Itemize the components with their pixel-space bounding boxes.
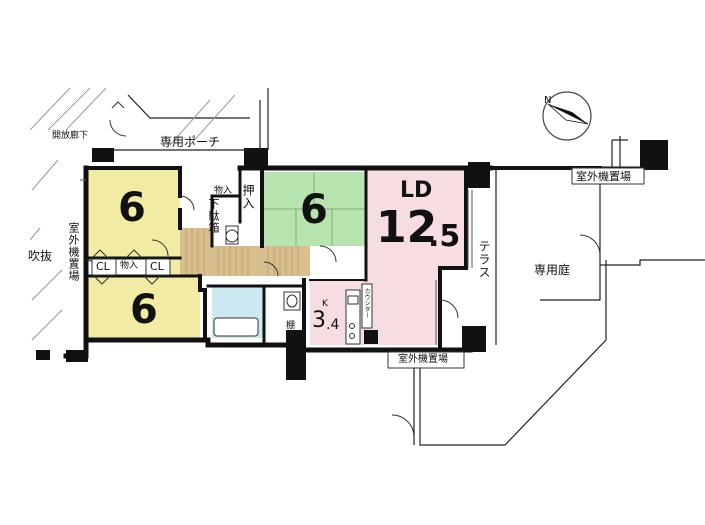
bathtub-icon (213, 317, 259, 337)
shoe-box-label: 下駄箱 (207, 198, 220, 234)
outdoor-unit-left-label: 室外機置場 (67, 222, 80, 282)
hall-fill (180, 228, 212, 276)
washbasin-icon (283, 291, 301, 311)
outdoor-unit-bottom-box (387, 351, 465, 369)
ld-size-dec: .5 (428, 219, 461, 254)
counter-bar (361, 283, 373, 329)
private-garden-label: 専用庭 (534, 263, 571, 277)
kitchen-counter-icon (345, 289, 361, 345)
columns (36, 140, 668, 380)
compass-label: N (544, 95, 552, 106)
kitchen-label: K (322, 299, 328, 309)
exterior-lines (114, 88, 705, 446)
ld-size-int: 12 (376, 202, 438, 253)
bedroom-west-top-fill (86, 168, 180, 258)
cl-left-box (91, 258, 117, 276)
counter-label: カウンター (363, 288, 370, 318)
kitchen-size-dec: .4 (326, 317, 340, 333)
ld-fill (366, 168, 466, 345)
mb-label: MB (94, 149, 108, 159)
shelf-label: 棚 (286, 321, 296, 331)
bedroom-west-top-size: 6 (118, 185, 146, 231)
outdoor-unit-bottom-label: 室外機置場 (398, 354, 448, 365)
ld-label: LD (400, 178, 433, 203)
bedroom-west-bottom-fill (86, 276, 200, 340)
storage-top-label: 物入 (214, 186, 233, 196)
outdoor-unit-right-label: 室外機置場 (576, 170, 631, 183)
hall-fill-2 (212, 246, 262, 276)
tatami-lines (262, 172, 366, 246)
compass-icon (542, 91, 592, 141)
storage-mid-label: 物入 (120, 261, 139, 271)
porch-label: 専用ポーチ (160, 135, 221, 149)
cl-right-box (145, 258, 171, 276)
hall-stripes (185, 228, 299, 276)
kitchen-size-int: 3 (312, 308, 326, 333)
corridor-hatching (29, 87, 236, 341)
oshiire-label: 押入 (241, 184, 255, 210)
fukinuke-label: 吹抜 (28, 249, 53, 263)
bedroom-west-bottom-size: 6 (130, 287, 158, 333)
closet-marks (91, 101, 161, 285)
windows (80, 179, 473, 345)
open-corridor-label: 開放廊下 (52, 131, 89, 141)
tatami-room-size: 6 (300, 187, 328, 233)
cl-right-label: CL (150, 260, 164, 273)
toilet-icon (225, 225, 239, 245)
outdoor-unit-right-box (571, 167, 645, 185)
cl-left-label: CL (96, 260, 110, 273)
terrace-label: テラス (477, 240, 491, 279)
